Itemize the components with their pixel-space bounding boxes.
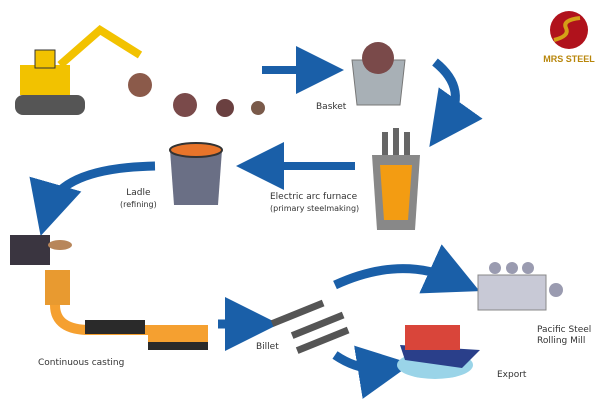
label-furnace: Electric arc furnace (primary steelmakin… [270, 192, 359, 214]
ladle-illustration [169, 142, 223, 205]
excavator-illustration [15, 25, 152, 115]
label-basket: Basket [316, 102, 347, 112]
continuous-caster-illustration [10, 235, 208, 350]
brand-name: MRS STEEL [543, 54, 595, 64]
billet-illustration [270, 299, 350, 354]
label-mill: Pacific Steel Rolling Mill [537, 325, 591, 347]
flow-arrow [29, 161, 156, 236]
label-furnace-title: Electric arc furnace [270, 192, 358, 202]
rolling-mill-illustration [477, 262, 563, 311]
furnace-illustration [372, 128, 420, 230]
label-ladle-title: Ladle [126, 188, 151, 198]
brand-logo: MRS STEEL [540, 8, 598, 68]
label-casting: Continuous casting [38, 358, 125, 368]
logo-icon [550, 11, 588, 49]
label-ladle: Ladle (refining) [120, 188, 157, 210]
ship-illustration [397, 325, 480, 379]
label-mill-line1: Pacific Steel [537, 325, 592, 335]
scrap-pile-illustration [173, 93, 265, 117]
basket-illustration [351, 42, 406, 106]
flow-arrow [333, 244, 480, 294]
flow-arrow [429, 58, 483, 147]
flow-arrow [332, 345, 412, 399]
label-furnace-subtitle: (primary steelmaking) [270, 204, 360, 213]
label-ladle-subtitle: (refining) [120, 200, 157, 209]
label-export: Export [497, 370, 527, 380]
label-mill-line2: Rolling Mill [537, 336, 586, 346]
label-billet: Billet [256, 342, 279, 352]
